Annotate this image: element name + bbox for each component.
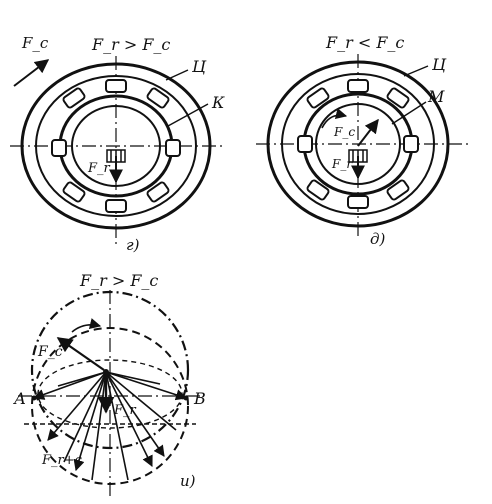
panel-g-cage-leader (165, 69, 189, 81)
roller (62, 181, 86, 203)
roller (51, 139, 67, 157)
roller (306, 87, 330, 109)
panel-i-condition: F_r > F_c (79, 271, 158, 290)
vector (91, 371, 107, 481)
panel-d-rotation-arrow (321, 108, 348, 129)
vector-to-a (32, 371, 107, 400)
panel-d-inner-label: М (427, 87, 445, 106)
panel-i-fc-circle (30, 290, 190, 450)
panel-d-cage-leader (403, 65, 429, 77)
roller (386, 179, 410, 201)
roller (62, 87, 86, 109)
panel-g-bearing: F_r > F_c F_c F_r Ц К г) (10, 34, 225, 254)
vector (105, 371, 153, 468)
panel-i-fc-arrow (56, 337, 105, 371)
vector (105, 371, 177, 431)
panel-d-fr-label: F_r (331, 157, 353, 171)
panel-i-point-a (31, 395, 37, 401)
vector (105, 371, 161, 385)
panel-d-fc-label: F_c (333, 125, 355, 139)
panel-i-fr-label: F_r (113, 403, 137, 418)
panel-i-a-label: А (13, 389, 26, 408)
panel-d-rollers (297, 79, 419, 209)
panel-g-fr-label: F_r (87, 161, 111, 176)
roller (297, 135, 313, 153)
roller (146, 87, 170, 109)
vector (105, 371, 165, 457)
panel-d-caption: д) (370, 230, 386, 248)
roller (146, 181, 170, 203)
panel-i-center-point (103, 369, 109, 375)
panel-i-caption: и) (180, 472, 196, 490)
panel-i-load-circle (31, 327, 189, 485)
panel-d-inner-leader (391, 101, 427, 125)
panel-i-fc-label: F_c (37, 344, 63, 360)
roller (403, 135, 419, 153)
vector (105, 371, 129, 481)
panel-g-inner-ring-inner (71, 105, 161, 187)
panel-g-rollers (51, 79, 181, 213)
panel-g-ring-label: К (211, 93, 225, 112)
panel-i-resultant-vectors (32, 371, 188, 481)
panel-i-rotation-arrow (71, 318, 102, 333)
panel-g-condition: F_r > F_c (91, 35, 170, 54)
roller (165, 139, 181, 157)
roller (347, 79, 369, 93)
vector (47, 371, 107, 441)
panel-g-ring-leader (167, 103, 209, 127)
roller (105, 199, 127, 213)
vector (63, 371, 107, 463)
panel-i-b-label: В (193, 389, 206, 408)
panel-d-inner-ring-inner (315, 103, 401, 185)
panel-i-load-diagram: F_r > F_c F_c F_r F_r+c А В и) (13, 271, 206, 500)
roller (105, 79, 127, 93)
panel-g-outer-ring-inner (35, 75, 197, 217)
panel-i-point-b (183, 395, 189, 401)
panel-g-caption: г) (126, 236, 140, 254)
panel-d-bearing: F_r < F_c F_c F_r Ц М д) (256, 33, 470, 248)
vector-to-b (105, 371, 188, 401)
panel-d-cage-label: Ц (431, 55, 447, 74)
roller (386, 87, 410, 109)
panel-g-outer-ring-outer (20, 62, 212, 230)
panel-d-fc-arrow (357, 118, 379, 147)
panel-g-fc-arrow (13, 59, 50, 87)
panel-g-cage-label: Ц (191, 57, 207, 76)
panel-g-fc-label: F_c (21, 34, 49, 52)
panel-d-condition: F_r < F_c (325, 33, 404, 52)
panel-i-sum-label: F_r+c (41, 453, 83, 468)
roller (306, 179, 330, 201)
panel-d-outer-ring-inner (281, 73, 435, 215)
vector-fr-c (73, 371, 107, 472)
panel-d-outer-ring-outer (266, 60, 450, 228)
vector (57, 371, 107, 387)
roller (347, 195, 369, 209)
